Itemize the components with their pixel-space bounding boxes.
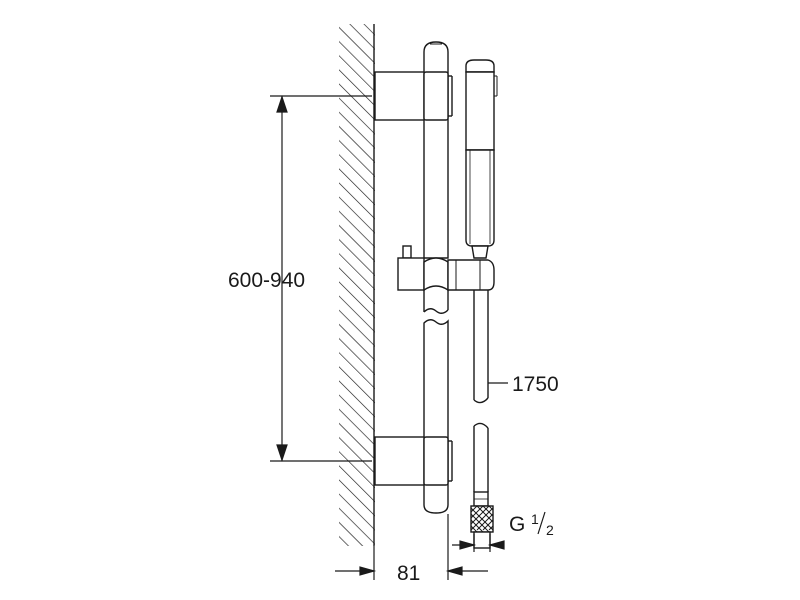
label-wall-projection: 81 (397, 562, 420, 585)
shower-hose (473, 290, 489, 507)
label-thread-numerator: 1 (531, 511, 539, 527)
hose-connector-nut (470, 505, 494, 549)
label-thread-prefix: G (509, 513, 525, 536)
label-thread-denominator: 2 (546, 522, 554, 538)
label-hose-length: 1750 (512, 373, 559, 396)
thread-fraction-slash (537, 511, 546, 535)
dimension-rail-height (270, 95, 372, 462)
dimension-thread-size (452, 534, 505, 552)
label-rail-height-range: 600-940 (228, 269, 305, 292)
upper-wall-bracket (374, 71, 453, 121)
dimension-wall-projection (335, 514, 488, 580)
lower-wall-bracket (374, 436, 453, 486)
hand-shower (465, 59, 498, 259)
shower-holder-slider (397, 245, 495, 292)
wall (339, 24, 375, 546)
